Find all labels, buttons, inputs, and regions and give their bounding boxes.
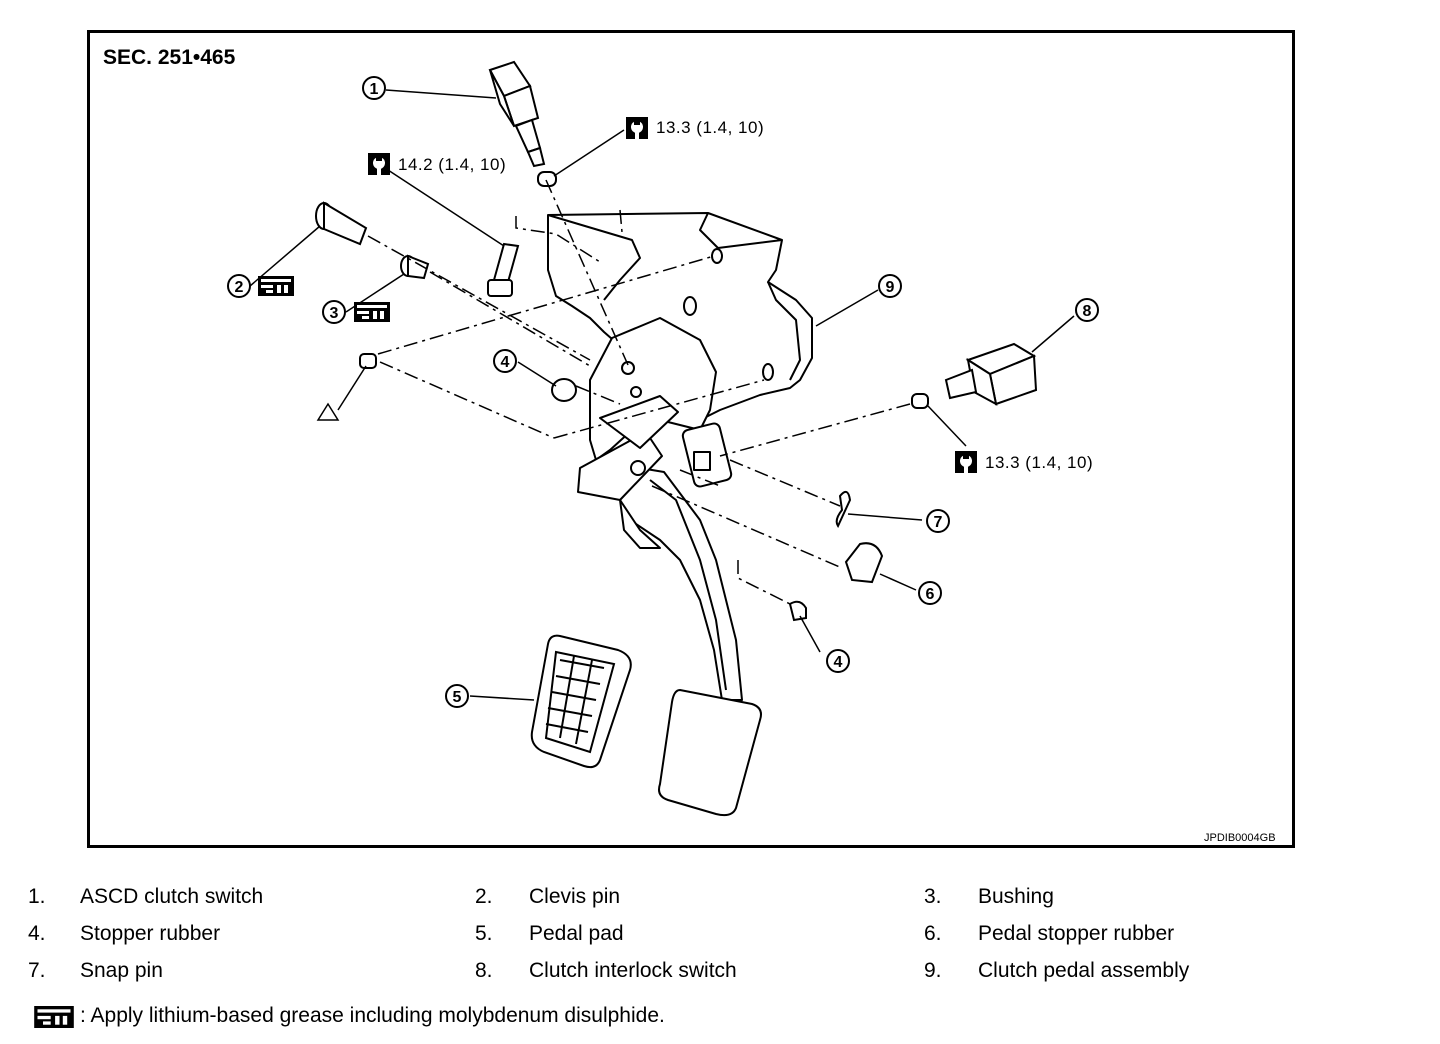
- stopper-rubber-lower: [788, 600, 807, 622]
- stopper-rubber-upper: [551, 378, 577, 402]
- callout-4-lower: [826, 649, 850, 673]
- grease-apply-icon: [34, 1006, 74, 1028]
- snap-pin: [835, 490, 852, 529]
- callout-number: 8: [1083, 303, 1092, 320]
- torque-value-bolt: 14.2 (1.4, 10): [398, 155, 507, 174]
- callout-8: [1075, 298, 1099, 322]
- pedal-pad: [530, 634, 632, 769]
- triangle-icon: [316, 402, 340, 421]
- clutch-interlock-switch: [911, 342, 1038, 409]
- diagram-frame: [87, 30, 1295, 848]
- callout-number: 4: [501, 354, 510, 371]
- callout-leaders: [249, 89, 1075, 701]
- clevis-pin: [315, 201, 368, 246]
- callout-1: [362, 76, 386, 100]
- grease-apply-icon: [354, 302, 390, 322]
- grease-note: : Apply lithium-based grease including m…: [80, 1004, 665, 1027]
- torque-value-interlock: 13.3 (1.4, 10): [985, 453, 1094, 472]
- callout-number: 4: [834, 654, 843, 671]
- section-title: SEC. 251•465: [103, 46, 236, 69]
- mounting-bolt: [487, 242, 520, 297]
- torque-value-ascd: 13.3 (1.4, 10): [656, 118, 765, 137]
- callout-6: [918, 581, 942, 605]
- torque-wrench-icon: [955, 451, 977, 473]
- torque-wrench-icon: [368, 153, 390, 175]
- grease-apply-icon: [258, 276, 294, 296]
- torque-wrench-icon: [626, 117, 648, 139]
- callout-5: [445, 684, 469, 708]
- nut: [359, 353, 377, 369]
- callout-number: 2: [235, 279, 244, 296]
- callout-markers: [227, 76, 1099, 708]
- pedal-stopper-rubber: [844, 542, 884, 584]
- callout-number: 6: [926, 586, 935, 603]
- ascd-clutch-switch: [488, 60, 557, 187]
- callout-number: 7: [934, 514, 943, 531]
- callout-7: [926, 509, 950, 533]
- bushing: [400, 254, 430, 280]
- callout-number: 1: [370, 81, 379, 98]
- pedal-face: [658, 688, 762, 817]
- figure-id: JPDIB0004GB: [1204, 832, 1276, 844]
- callout-3: [322, 300, 346, 324]
- callout-number: 5: [453, 689, 462, 706]
- assembly-axes: [367, 179, 911, 605]
- callout-labels: 1 2 3 4 4 5 6 7 8 9: [235, 81, 1092, 706]
- callout-number: 9: [886, 279, 895, 296]
- callout-9: [878, 274, 902, 298]
- callout-number: 3: [330, 305, 339, 322]
- callout-4-upper: [493, 349, 517, 373]
- callout-2: [227, 274, 251, 298]
